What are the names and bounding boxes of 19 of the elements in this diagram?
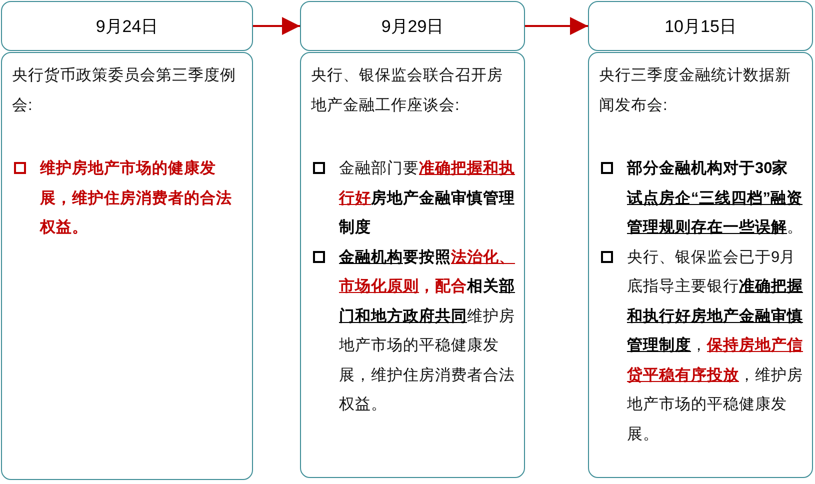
bullet-text: 央行、银保监会已于9月底指导主要银行准确把握和执行好房地产金融审慎管理制度，保持房地产信贷平稳有序投放，维护房地产市场的平稳健康发展。	[627, 248, 804, 444]
arrow	[525, 17, 588, 35]
meeting-title: 央行货币政策委员会第三季度例会:	[12, 66, 237, 116]
bullet-text: 部分金融机构对于30家试点房企“三线四档”融资管理规则存在一些误解。	[627, 158, 804, 238]
content-card	[588, 52, 813, 478]
arrow	[253, 17, 300, 35]
date-label: 9月29日	[381, 16, 444, 38]
meeting-title: 央行、银保监会联合召开房地产金融工作座谈会:	[311, 66, 504, 116]
date-label: 10月15日	[664, 16, 736, 38]
content-card	[300, 52, 525, 478]
date-header-box	[588, 1, 813, 51]
content-card	[1, 52, 253, 480]
date-header-box	[300, 1, 525, 51]
meeting-title: 央行三季度金融统计数据新闻发布会:	[599, 66, 792, 116]
bullet-text: 金融部门要准确把握和执行好房地产金融审慎管理制度	[339, 158, 516, 238]
date-header-box	[1, 1, 253, 51]
bullet-text: 维护房地产市场的健康发展，维护住房消费者的合法权益。	[40, 158, 233, 238]
date-label: 9月24日	[96, 16, 158, 38]
bullet-text: 金融机构要按照法治化、市场化原则，配合相关部门和地方政府共同维护房地产市场的平稳健康发展，维护住房消费者合法权益。	[339, 248, 516, 415]
